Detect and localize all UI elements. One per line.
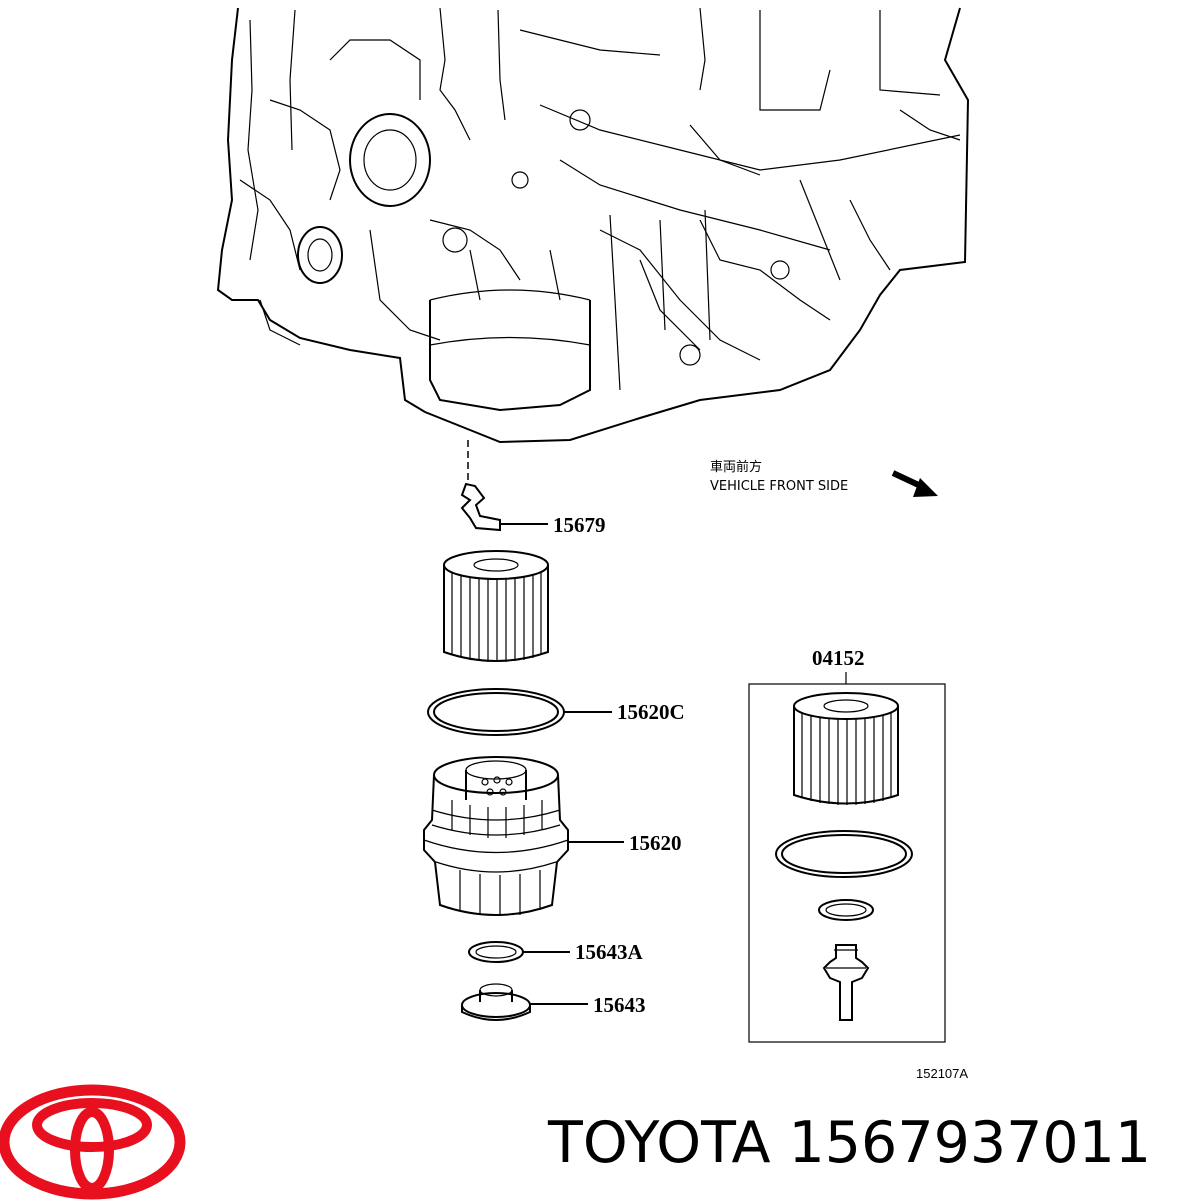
part-label-15620C: 15620C [617, 700, 685, 724]
direction-label-en: VEHICLE FRONT SIDE [710, 479, 848, 494]
diagram-reference: 152107A [916, 1066, 968, 1081]
element-set-o-ring-illustration [775, 830, 913, 878]
drain-plug-illustration [461, 983, 531, 1021]
filter-element-illustration [443, 550, 549, 662]
direction-arrow-icon [891, 470, 938, 497]
toyota-logo-icon [0, 1084, 186, 1200]
part-label-15620: 15620 [629, 831, 682, 855]
part-label-15643: 15643 [593, 993, 646, 1017]
element-set-box [748, 683, 946, 1043]
direction-label-jp: 車両前方 [710, 459, 762, 475]
part-label-15679: 15679 [553, 513, 606, 537]
element-set-filter-illustration [793, 692, 899, 805]
element-set-drain-plug-illustration [822, 944, 870, 1021]
element-set-gasket-illustration [818, 899, 874, 921]
brand-name: TOYOTA [548, 1110, 771, 1176]
clip-part-illustration [460, 482, 501, 532]
o-ring-illustration [427, 688, 565, 736]
part-label-04152: 04152 [812, 646, 865, 670]
product-caption: TOYOTA 1567937011 [548, 1110, 1169, 1176]
gasket-illustration [468, 941, 524, 963]
filter-cap-illustration [423, 756, 569, 916]
part-number: 1567937011 [788, 1110, 1152, 1176]
engine-block-illustration [216, 7, 970, 444]
part-label-15643A: 15643A [575, 940, 644, 964]
